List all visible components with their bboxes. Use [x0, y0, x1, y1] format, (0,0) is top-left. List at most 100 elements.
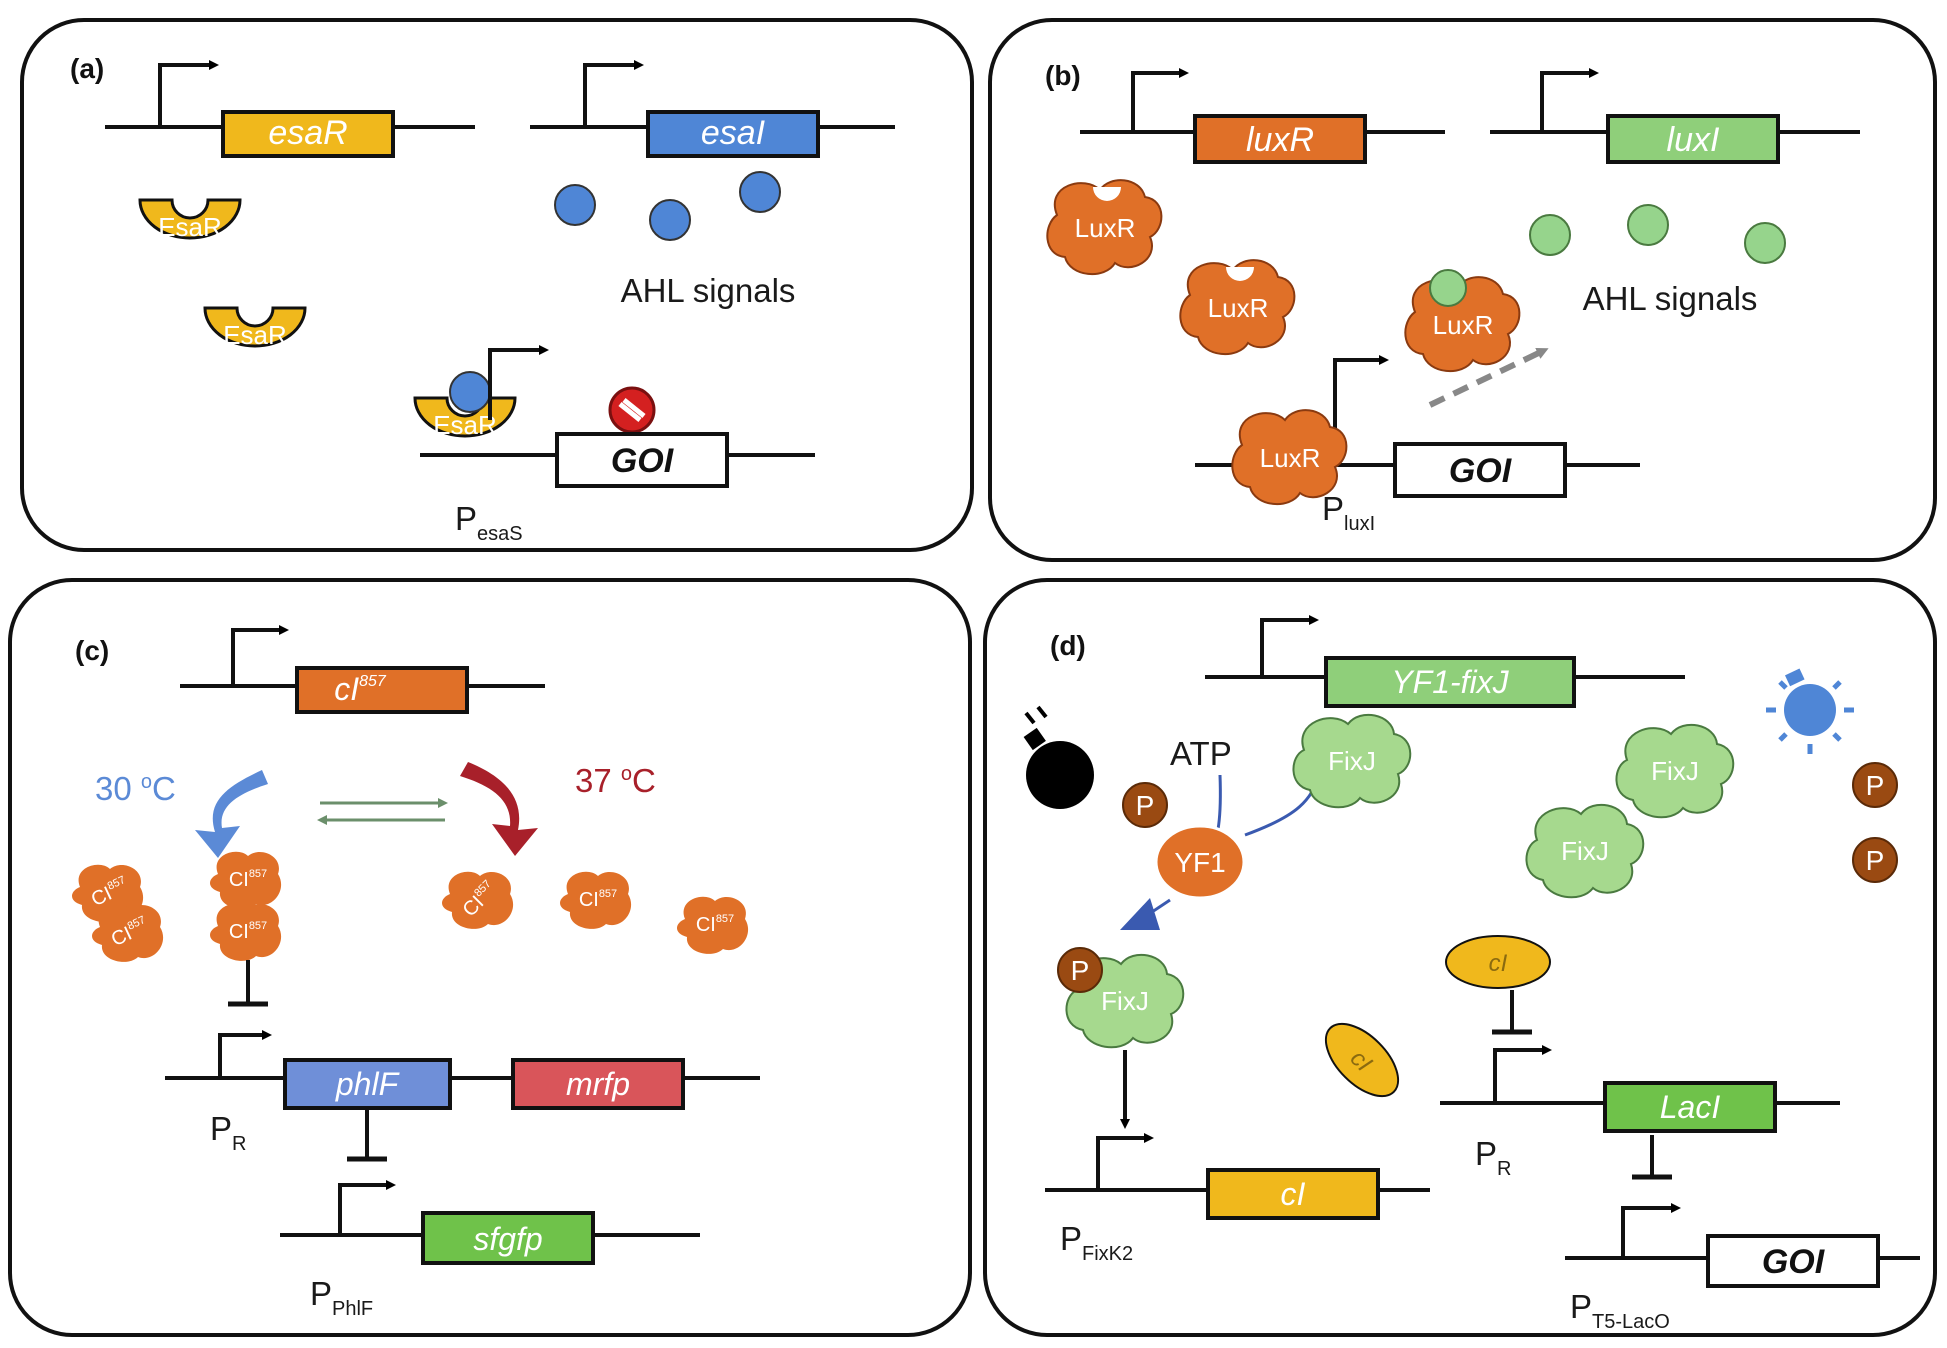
ahl-signal	[554, 184, 596, 226]
promoter-arrow	[1131, 68, 1189, 132]
luxR-protein: LuxR	[1046, 179, 1163, 276]
panel-c-frame	[8, 578, 972, 1337]
promoter-arrow	[488, 345, 549, 420]
gene-goi	[1393, 442, 1567, 498]
svg-text:FixJ: FixJ	[1651, 756, 1699, 786]
ahl-signals-label: AHL signals	[1583, 280, 1758, 317]
promoter-pt5-label: PT5-LacO	[1570, 1288, 1670, 1333]
yf1-protein: YF1	[1154, 824, 1246, 900]
phosphate-icon: P	[1852, 837, 1898, 883]
promoter-arrow	[583, 60, 644, 127]
panel-d-letter: (d)	[1050, 630, 1086, 661]
promoter-arrow	[218, 1030, 272, 1078]
panel-a: (a) esaR esaI EsaR EsaR AHL signals EsaR	[20, 18, 974, 552]
fixj-protein: FixJ	[1615, 724, 1735, 819]
gene-goi-label: GOI	[1762, 1243, 1826, 1281]
ahl-signal	[1429, 269, 1467, 307]
esaR-protein: EsaR	[138, 198, 242, 242]
fixj-protein: FixJ	[1292, 714, 1412, 809]
promoter-arrow	[1333, 355, 1389, 438]
promoter-arrow	[1260, 615, 1319, 677]
gene-laci	[1603, 1081, 1777, 1133]
panel-b-letter: (b)	[1045, 60, 1081, 91]
esaR-bound-complex: EsaR	[413, 396, 517, 440]
blue-light-icon	[1766, 668, 1854, 754]
gene-esaI	[646, 110, 820, 158]
promoter-pr-label: PR	[210, 1110, 246, 1155]
ci857-dimer: CI857 CI857	[72, 864, 164, 962]
svg-text:LuxR: LuxR	[1075, 213, 1136, 243]
gene-goi-label: GOI	[1449, 452, 1513, 490]
svg-text:EsaR: EsaR	[158, 212, 222, 242]
promoter-arrow	[158, 60, 219, 127]
gene-yf1-fixj-label: YF1-fixJ	[1391, 664, 1509, 700]
ahl-signal	[649, 199, 691, 241]
ci857-monomer: CI857	[442, 871, 514, 929]
svg-text:FixJ: FixJ	[1328, 746, 1376, 776]
svg-text:EsaR: EsaR	[433, 410, 497, 440]
ahl-signal	[1627, 204, 1669, 246]
promoter-arrow	[1096, 1133, 1154, 1190]
promoter-arrow	[1540, 68, 1599, 132]
promoter-arrow	[1493, 1045, 1552, 1103]
ci-protein: cI	[1445, 935, 1551, 989]
phosphate-icon: P	[1057, 947, 1103, 993]
svg-text:YF1: YF1	[1174, 847, 1225, 878]
temp-37-label: 37 oC	[575, 762, 656, 799]
ahl-signals-label: AHL signals	[621, 272, 796, 309]
gene-ci	[1206, 1168, 1380, 1220]
svg-text:FixJ: FixJ	[1561, 836, 1609, 866]
phosphate-icon: P	[1122, 782, 1168, 828]
ci-protein: cI	[1324, 1022, 1400, 1098]
gene-mrfp	[511, 1058, 685, 1110]
panel-d: (d) YF1-fixJ ATP	[983, 578, 1937, 1337]
ci857-monomer: CI857	[677, 896, 749, 954]
atp-label: ATP	[1170, 735, 1232, 772]
gene-goi-label: GOI	[611, 442, 675, 480]
panel-a-letter: (a)	[70, 53, 104, 84]
gene-ci857	[295, 666, 469, 714]
promoter-pfixk2-label: PFixK2	[1060, 1220, 1133, 1265]
promoter-arrow	[338, 1180, 396, 1235]
phosphate-icon: P	[1852, 762, 1898, 808]
blocked-icon	[608, 386, 656, 434]
panel-b-frame	[988, 18, 1937, 562]
promoter-pesas-label: PesaS	[455, 500, 523, 545]
gene-phlF	[283, 1058, 452, 1110]
svg-text:P: P	[1866, 845, 1885, 876]
svg-text:LuxR: LuxR	[1260, 443, 1321, 473]
svg-text:P: P	[1866, 770, 1885, 801]
panel-b: (b) luxR luxI LuxR LuxR LuxR AHL signals	[988, 18, 1937, 562]
gene-ci-label: cI	[1281, 1176, 1306, 1212]
promoter-arrow	[1621, 1203, 1681, 1258]
svg-text:EsaR: EsaR	[223, 320, 287, 350]
activation-arrowhead	[1120, 898, 1160, 930]
gene-mrfp-label: mrfp	[566, 1066, 630, 1102]
ahl-signal	[1529, 214, 1571, 256]
temp-30-label: 30 oC	[95, 770, 176, 807]
svg-text:FixJ: FixJ	[1101, 986, 1149, 1016]
ci857-monomer: CI857	[560, 871, 632, 929]
gene-sfgfp	[421, 1211, 595, 1265]
svg-text:CI857: CI857	[229, 868, 267, 891]
panel-c: (c) cI857 30 oC 37 oC CI857 CI857	[8, 578, 972, 1337]
svg-text:LuxR: LuxR	[1433, 310, 1494, 340]
gene-goi	[1706, 1234, 1880, 1288]
gene-luxR-label: luxR	[1246, 121, 1314, 159]
ahl-signal	[1744, 222, 1786, 264]
gene-yf1-fixj	[1324, 656, 1576, 708]
gene-esaR	[221, 110, 395, 158]
svg-text:P: P	[1071, 955, 1090, 986]
promoter-arrow	[231, 625, 289, 686]
fixj-protein: FixJ	[1525, 804, 1645, 899]
svg-text:cI: cI	[1489, 950, 1508, 977]
gene-ci857-label: cI857	[334, 671, 387, 707]
svg-text:P: P	[1136, 790, 1155, 821]
gene-esaI-label: esaI	[701, 114, 766, 152]
luxR-bound-complex: LuxR	[1231, 409, 1348, 506]
gene-sfgfp-label: sfgfp	[473, 1221, 542, 1257]
gene-esaR-label: esaR	[268, 114, 347, 152]
luxR-protein: LuxR	[1179, 259, 1296, 356]
panel-a-frame	[20, 18, 974, 552]
